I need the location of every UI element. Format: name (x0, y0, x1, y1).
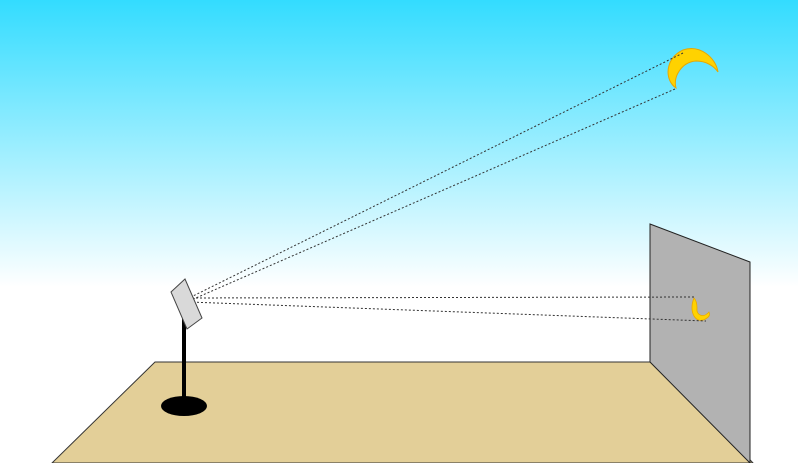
incoming-ray-upper (186, 52, 684, 300)
stand-pole (182, 318, 186, 404)
floor (51, 361, 754, 463)
incoming-ray-lower (188, 88, 676, 302)
reflected-ray-upper (187, 296, 695, 299)
crescent-sun-icon (667, 48, 719, 90)
hand-mirror-icon (170, 278, 203, 330)
mirror-stand-icon (161, 318, 207, 416)
projected-crescent (691, 297, 710, 321)
light-rays (186, 52, 707, 322)
stand-base (161, 396, 207, 416)
mirror-plate (170, 278, 203, 330)
crescent-image-icon (691, 297, 710, 321)
projection-wall (649, 223, 751, 463)
sun-crescent (667, 48, 719, 90)
